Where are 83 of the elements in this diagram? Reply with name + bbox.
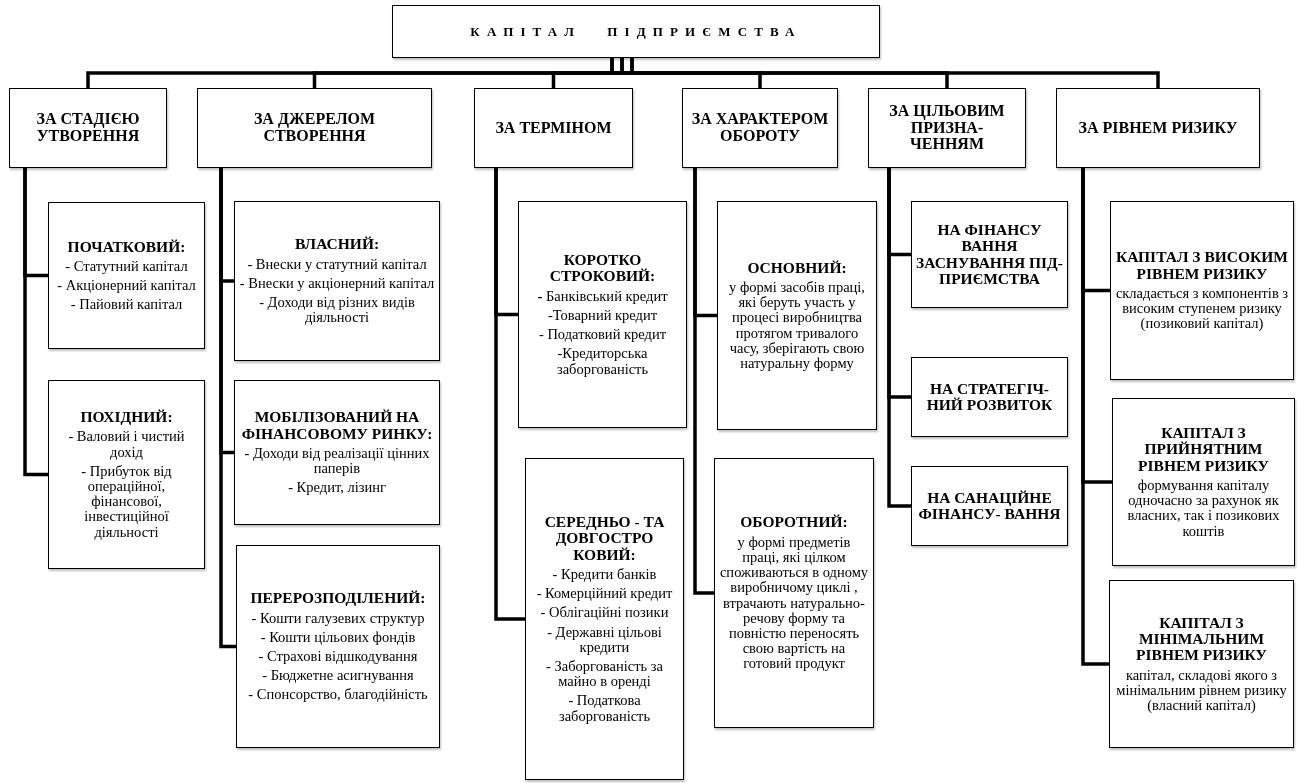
box-heading: ПОХІДНИЙ: xyxy=(80,409,173,426)
box-text: - Валовий і чистий дохід xyxy=(67,429,186,460)
connector-line xyxy=(1081,168,1109,666)
box-text: у формі засобів праці, які беруть участь у процесі виробництва протягом тривалого часу, зберігають свою натуральну форму xyxy=(728,279,866,372)
box-text: - Акціонерний капітал xyxy=(57,278,196,294)
box-heading: КАПІТАЛ З ВИСОКИМ РІВНЕМ РИЗИКУ xyxy=(1115,249,1289,282)
box-heading: НА СТРАТЕГІЧ- НИЙ РОЗВИТОК xyxy=(925,380,1054,414)
category-box xyxy=(868,88,1026,168)
category-box xyxy=(9,88,167,168)
item-box xyxy=(1110,201,1294,380)
box-heading: ОБОРОТНИЙ: xyxy=(740,514,848,531)
connector-line xyxy=(620,58,949,88)
box-text: капітал, складові якого з мінімальним рівнем ризику (власний капітал) xyxy=(1115,667,1288,714)
box-text: -Товарний кредит xyxy=(547,307,658,324)
box-heading: СЕРЕДНЬО - ТА ДОВГОСТРО КОВИЙ: xyxy=(543,514,666,563)
box-heading: КАПІТАЛ ПІДПРИЄМСТВА xyxy=(470,24,802,39)
item-box xyxy=(911,201,1068,308)
box-text: - Податковий кредит xyxy=(538,327,667,343)
box-heading: ЗА РІВНЕМ РИЗИКУ xyxy=(1078,119,1238,137)
category-box xyxy=(1056,88,1260,168)
box-text: у формі предметів праці, які цілком споживаються в одному виробничому циклі , втрачають натурально-речову форму та повністю переносять свою вартість на готовий продукт xyxy=(718,534,870,672)
connector-line xyxy=(610,58,762,88)
box-text: складається з компонентів з високим ступенем ризику (позиковий капітал) xyxy=(1114,285,1290,332)
item-box xyxy=(48,202,205,349)
box-heading: ОСНОВНИЙ: xyxy=(747,259,847,276)
item-box xyxy=(234,380,440,525)
box-heading: КАПІТАЛ З ПРИЙНЯТНИМ РІВНЕМ РИЗИКУ xyxy=(1137,425,1270,474)
box-text: формування капіталу одночасно за рахунок як власних, так і позикових коштів xyxy=(1126,477,1281,539)
item-box xyxy=(518,201,687,428)
box-text: - Доходи від реалізації цінних паперів xyxy=(243,445,431,477)
connector-line xyxy=(630,58,1160,88)
box-text: - Банківський кредит xyxy=(537,288,668,304)
box-heading: КОРОТКО СТРОКОВИЙ: xyxy=(548,252,657,285)
box-text: - Кредити банків xyxy=(552,566,657,583)
box-text: - Пайовий капітал xyxy=(70,297,183,313)
box-text: - Кредит, лізинг xyxy=(288,480,386,496)
box-text: - Податкова заборгованість xyxy=(557,693,652,724)
box-heading: МОБІЛІЗОВАНИЙ НА ФІНАНСОВОМУ РИНКУ: xyxy=(240,409,434,442)
item-box xyxy=(714,458,874,728)
box-heading: НА САНАЦІЙНЕ ФІНАНСУ- ВАННЯ xyxy=(917,489,1062,523)
box-text: -Кредиторська заборгованість xyxy=(555,346,650,377)
category-box xyxy=(474,88,633,168)
item-box xyxy=(1112,398,1295,566)
box-text: - Кошти галузевих структур xyxy=(251,610,425,626)
box-heading: ЗА ЦІЛЬОВИМ ПРИЗНА- ЧЕННЯМ xyxy=(888,102,1006,154)
item-box xyxy=(911,357,1068,437)
item-box xyxy=(236,545,440,748)
box-text: - Статутний капітал xyxy=(65,258,188,274)
item-box xyxy=(234,201,440,361)
box-text: - Кошти цільових фондів xyxy=(260,629,416,645)
box-heading: ЗА ДЖЕРЕЛОМ СТВОРЕННЯ xyxy=(252,111,377,145)
item-box xyxy=(911,466,1068,546)
category-box xyxy=(682,88,838,168)
box-text: - Державні цільові кредити xyxy=(546,624,663,655)
box-text: - Спонсорство, благодійність xyxy=(248,687,428,703)
box-heading: НА ФІНАНСУ ВАННЯ ЗАСНУВАННЯ ПІД- ПРИЄМСТВА xyxy=(915,221,1064,288)
box-text: - Доходи від різних видів діяльності xyxy=(258,295,416,326)
box-heading: ПЕРЕРОЗПОДІЛЕНИЙ: xyxy=(250,590,426,607)
box-text: - Внески у акціонерний капітал xyxy=(239,275,435,292)
connector-line xyxy=(23,168,48,477)
box-text: - Внески у статутний капітал xyxy=(247,256,427,272)
category-box xyxy=(197,88,432,168)
connector-line xyxy=(219,168,236,649)
item-box xyxy=(48,380,205,569)
box-heading: ПОЧАТКОВИЙ: xyxy=(67,238,186,255)
box-text: - Облігаційні позики xyxy=(540,605,669,621)
connector-line xyxy=(494,168,525,621)
box-heading: ЗА ТЕРМІНОМ xyxy=(495,119,612,137)
box-heading: ЗА ХАРАКТЕРОМ ОБОРОТУ xyxy=(690,111,830,145)
item-box xyxy=(1109,580,1294,748)
box-text: - Страхові відшкодування xyxy=(258,649,418,665)
item-box xyxy=(717,201,877,430)
item-box xyxy=(525,458,684,780)
box-heading: ВЛАСНИЙ: xyxy=(294,236,380,253)
box-text: - Заборгованість за майно в оренді xyxy=(545,659,664,690)
connector-line xyxy=(887,168,911,508)
box-heading: ЗА СТАДІЄЮ УТВОРЕННЯ xyxy=(35,111,141,145)
connector-line xyxy=(693,168,714,595)
box-heading: КАПІТАЛ З МІНІМАЛЬНИМ РІВНЕМ РИЗИКУ xyxy=(1135,614,1268,664)
box-text: - Бюджетне асигнування xyxy=(262,668,414,684)
box-text: - Комерційний кредит xyxy=(536,586,673,602)
title-box xyxy=(392,5,880,58)
box-text: - Прибуток від операційної, фінансової, інвестиційної діяльності xyxy=(80,463,173,540)
